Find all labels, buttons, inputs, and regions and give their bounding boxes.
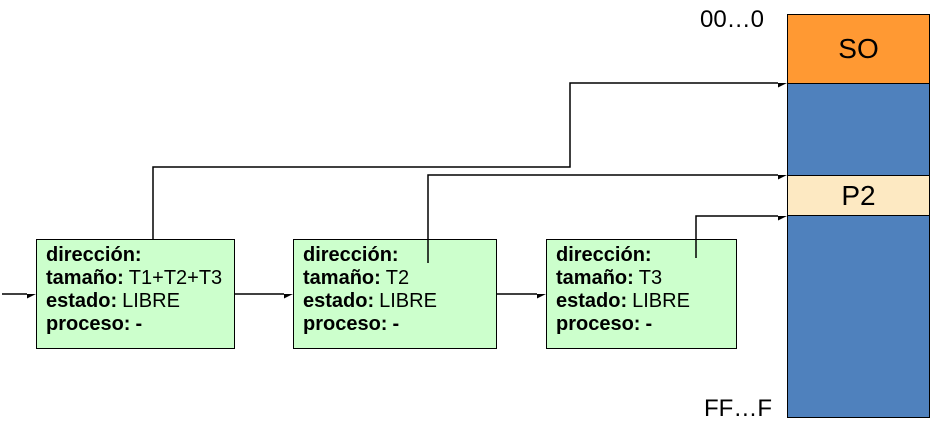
field-value: - [392,313,400,335]
free-list-node-3: dirección: tamaño:T3 estado:LIBRE proces… [546,239,737,349]
field-label: proceso: [556,313,641,335]
field-value: T2 [385,267,410,289]
field-value: - [135,313,143,335]
field-label: estado: [303,290,375,312]
node-row: tamaño:T3 [556,267,736,290]
node2-address-pointer-arrow-icon [427,174,778,263]
field-label: dirección: [303,244,399,266]
node-row: dirección: [303,244,496,267]
field-label: proceso: [303,313,388,335]
node-row: proceso:- [556,313,736,336]
free-list-node-2: dirección: tamaño:T2 estado:LIBRE proces… [293,239,497,349]
field-value: LIBRE [122,290,180,312]
node-row: tamaño:T2 [303,267,496,290]
field-label: tamaño: [556,267,634,289]
memory-segment-so: SO [787,14,930,84]
node3-address-pointer-arrow-icon [695,215,778,258]
field-value: T3 [638,267,663,289]
field-label: estado: [556,290,628,312]
field-label: dirección: [46,244,142,266]
free-list-node-1: dirección: tamaño:T1+T2+T3 estado:LIBRE … [36,239,235,349]
field-label: proceso: [46,313,131,335]
field-label: dirección: [556,244,652,266]
address-label-start: 00…0 [699,6,765,33]
field-value: LIBRE [379,290,437,312]
node-row: proceso:- [46,313,234,336]
node1-address-pointer-arrow-icon [152,82,778,239]
field-value: LIBRE [632,290,690,312]
memory-segment-p2: P2 [787,175,930,216]
node-row: estado:LIBRE [46,290,234,313]
node-row: tamaño:T1+T2+T3 [46,267,234,290]
field-label: tamaño: [303,267,381,289]
address-label-end: FF…F [704,395,772,422]
segment-label-p2: P2 [841,179,876,211]
field-label: estado: [46,290,118,312]
memory-segment-free-2 [787,215,930,418]
field-value: T1+T2+T3 [128,267,223,289]
node-row: dirección: [46,244,234,267]
node-row: proceso:- [303,313,496,336]
segment-label-so: SO [838,33,879,64]
node-row: dirección: [556,244,736,267]
node-row: estado:LIBRE [556,290,736,313]
node-row: estado:LIBRE [303,290,496,313]
field-value: - [645,313,653,335]
field-label: tamaño: [46,267,124,289]
